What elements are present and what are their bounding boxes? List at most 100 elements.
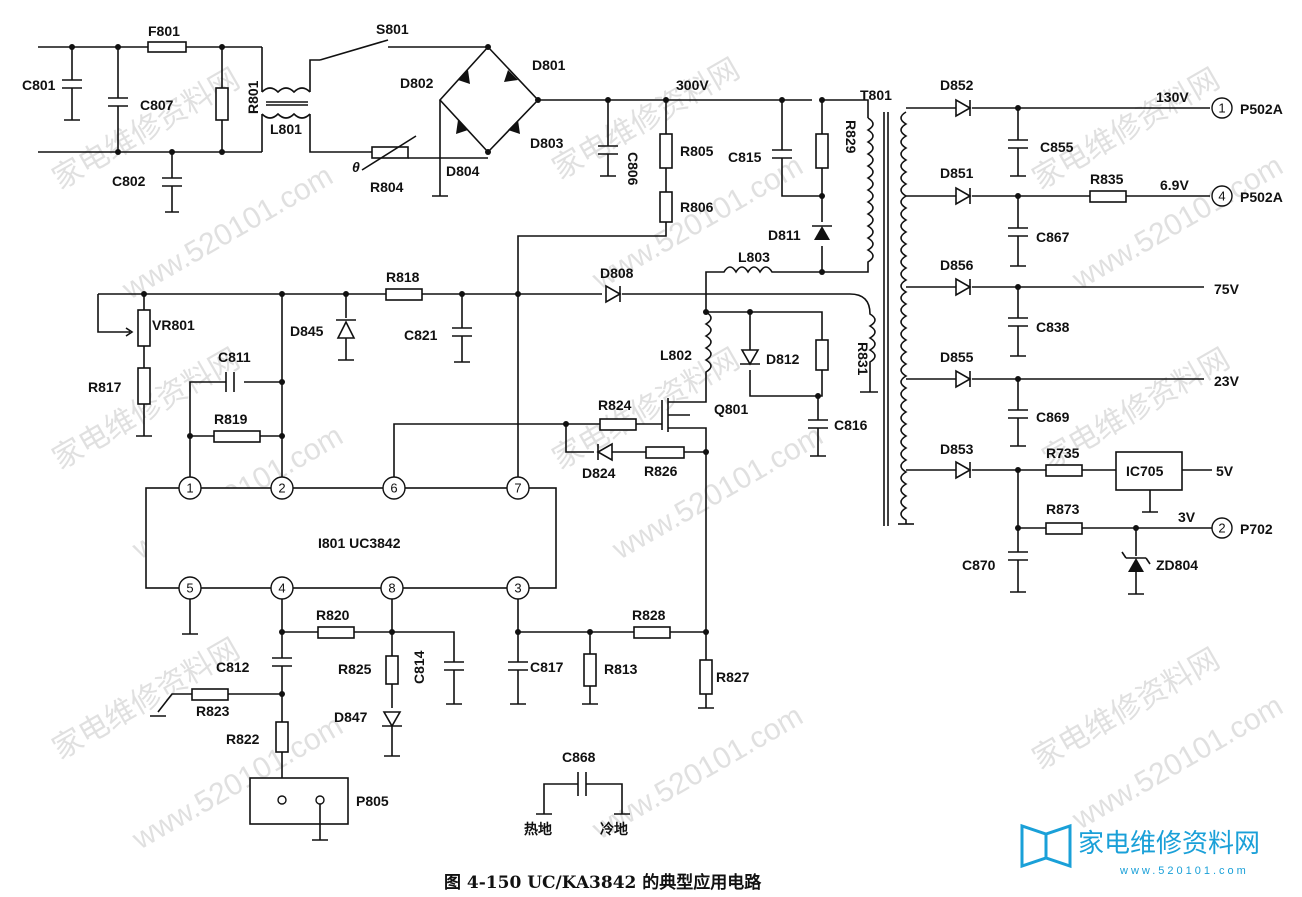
site-logo: 家电维修资料网 www.520101.com [1020,823,1260,877]
resistor-r831 [815,339,829,371]
label-130v: 130V [1156,89,1189,105]
label-r828: R828 [632,607,666,623]
label-d853: D853 [940,441,974,457]
resistor-r824 [599,418,637,431]
label-r822: R822 [226,731,260,747]
switch-s801[interactable] [319,39,389,61]
label-c814: C814 [411,650,427,684]
label-p502a-1: P502A [1240,101,1283,117]
logo-url: www.520101.com [1119,865,1249,877]
diode-d856 [955,277,972,297]
label-c870: C870 [962,557,996,573]
label-c867: C867 [1036,229,1070,245]
label-l801: L801 [270,121,302,137]
label-p805: P805 [356,793,389,809]
label-d856: D856 [940,257,974,273]
label-6-9v: 6.9V [1160,177,1189,193]
label-r873: R873 [1046,501,1080,517]
label-d808: D808 [600,265,634,281]
resistor-r829 [815,133,829,169]
label-s801: S801 [376,21,409,37]
diode-d808 [605,284,622,304]
label-l802: L802 [660,347,692,363]
label-r804: R804 [370,179,404,195]
ic-pin-number: 5 [186,581,193,596]
resistor-r735 [1045,464,1083,477]
label-r817: R817 [88,379,122,395]
ic-pin-1 [178,476,202,500]
label-q801: Q801 [714,401,748,417]
resistor-r835 [1089,190,1127,203]
watermark-brand: 家电维修资料网 [1027,62,1225,196]
label-c802: C802 [112,173,146,189]
label-r831: R831 [855,342,871,376]
watermark-site: www.520101.com [606,419,828,566]
resistor-r819 [213,430,261,443]
resistor-r825 [385,655,399,685]
ic-pin-6 [382,476,406,500]
potentiometer-vr801[interactable] [137,309,151,347]
label-d802: D802 [400,75,434,91]
label-r818: R818 [386,269,420,285]
resistor-r817 [137,367,151,405]
label-r829: R829 [843,120,859,154]
resistor-r822 [275,721,289,753]
ic-pin-2 [270,476,294,500]
label-c868: C868 [562,749,596,765]
label-d803: D803 [530,135,564,151]
ic-pin-number: 3 [514,581,521,596]
watermark-site: www.520101.com [116,159,338,306]
label-d804: D804 [446,163,480,179]
resistor-r826 [645,446,685,459]
ic-pins: 1 2 6 7 5 4 8 3 1 4 2 [178,101,1226,600]
label-d801: D801 [532,57,566,73]
ic-uc3842 [145,487,557,589]
label-c811: C811 [218,349,251,365]
connector-p805 [249,777,349,825]
secondary-outputs [906,97,1233,595]
label-3v: 3V [1178,509,1196,525]
label-r801: R801 [245,80,261,114]
diode-d852 [955,98,972,118]
resistor-r823 [191,688,229,701]
resistor-r828 [633,626,671,639]
connector-pin-number: 1 [1218,101,1225,116]
label-c816: C816 [834,417,868,433]
figure-caption: 图 4-150 UC/KA3842 的典型应用电路 [444,872,762,893]
label-c838: C838 [1036,319,1070,335]
transformer-t801 [706,111,914,526]
ic-pin-number: 8 [388,581,395,596]
label-f801: F801 [148,23,180,39]
label-r819: R819 [214,411,248,427]
label-r806: R806 [680,199,714,215]
fuse-f801 [147,41,187,53]
label-t801: T801 [860,87,892,103]
label-p502a-4: P502A [1240,189,1283,205]
label-zd804: ZD804 [1156,557,1198,573]
label-23v: 23V [1214,373,1240,389]
resistor-r818 [385,288,423,301]
label-c869: C869 [1036,409,1070,425]
resistor-r873 [1045,522,1083,535]
label-c806: C806 [625,152,641,186]
label-theta: θ [352,159,360,175]
label-r820: R820 [316,607,350,623]
label-d845: D845 [290,323,324,339]
component-labels: F801 S801 C801 C807 R801 L801 C802 θ R80… [22,21,1198,837]
label-d824: D824 [582,465,616,481]
mosfet-q801 [661,390,707,632]
label-r813: R813 [604,661,638,677]
diode-d853 [955,460,972,480]
label-c855: C855 [1040,139,1074,155]
watermark-brand: 家电维修资料网 [47,342,245,476]
logo-text: 家电维修资料网 [1078,829,1260,859]
label-d855: D855 [940,349,974,365]
label-75v: 75V [1214,281,1240,297]
diode-d824 [596,442,613,462]
resistor-r805 [659,133,673,169]
zener-zd804 [1128,558,1144,572]
resistor-r827 [699,659,713,695]
watermark-brand: 家电维修资料网 [47,62,245,196]
control-section [97,266,829,841]
